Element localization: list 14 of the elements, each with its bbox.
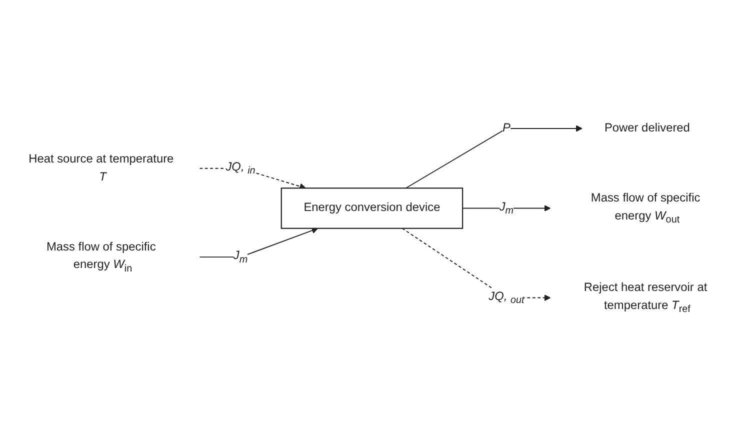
node-text: Power delivered (604, 122, 690, 134)
edge-label: JQ, $_{out}$ (488, 290, 524, 306)
node-text: Mass flow of specific energy W$_{out}$ (590, 192, 700, 225)
edge-label: P (502, 122, 510, 134)
arrow (199, 227, 318, 258)
node-text: Mass flow of specific energy W$_{in}$ (46, 240, 156, 274)
node-box: Energy conversion device (280, 188, 464, 229)
edge-label: J$_{m}$ (499, 200, 514, 216)
edge-label: JQ, $_{in}$ (226, 160, 256, 176)
node-text: Reject heat reservoir at temperature T$_{ref}$ (584, 281, 708, 314)
node-text: Heat source at temperature T (28, 152, 174, 184)
arrow (405, 125, 582, 189)
arrow (462, 204, 551, 212)
edge-label: J$_{m}$ (233, 250, 248, 265)
